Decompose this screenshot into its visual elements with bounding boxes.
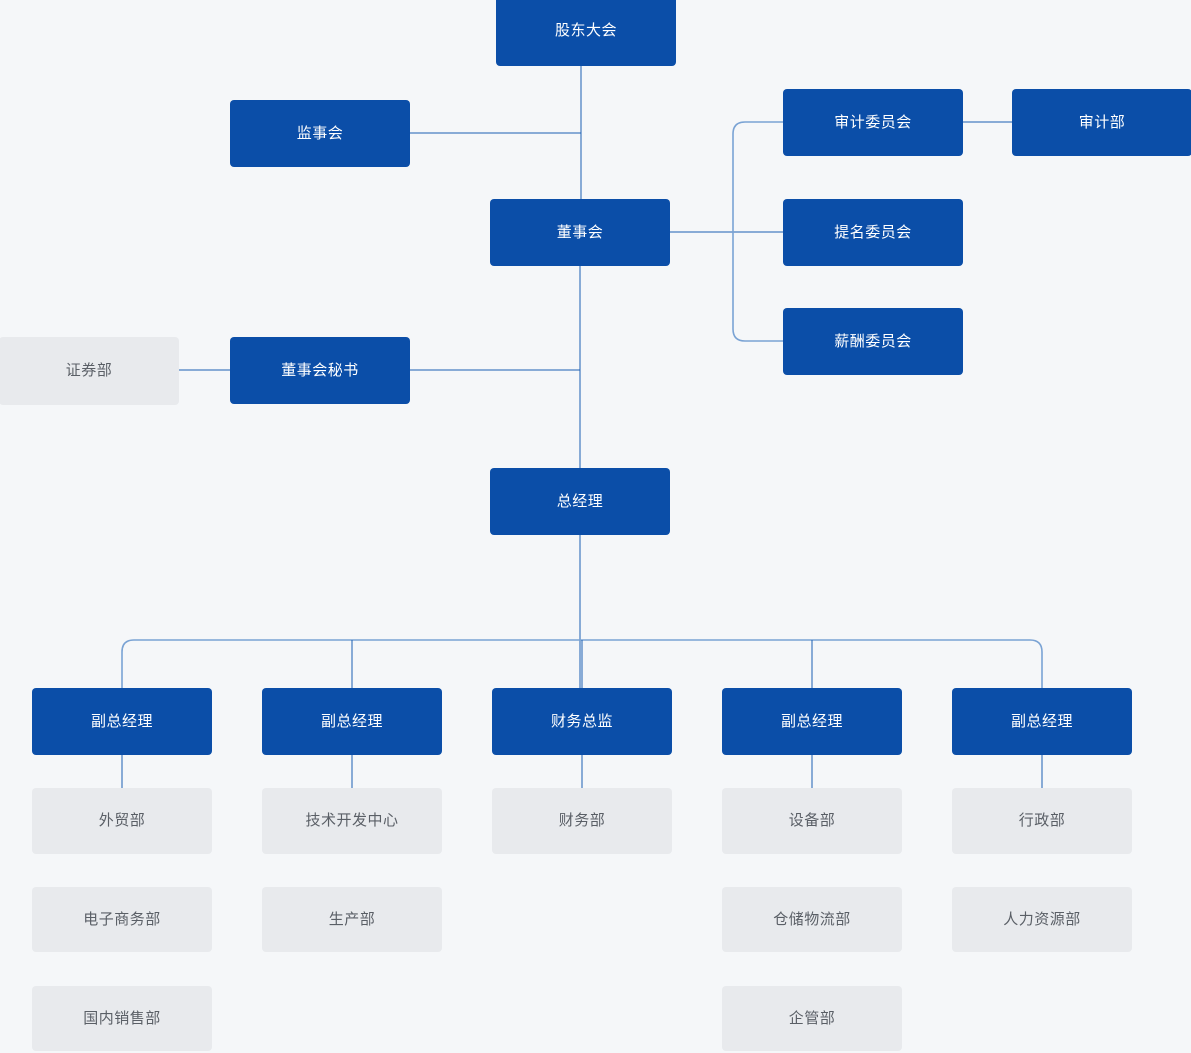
- org-node-label: 财务部: [558, 812, 606, 829]
- org-node-board_of_directors[interactable]: 董事会: [490, 199, 670, 266]
- org-node-label: 证券部: [65, 362, 113, 379]
- org-node-vp_4[interactable]: 副总经理: [722, 688, 902, 755]
- org-node-label: 副总经理: [1010, 712, 1073, 730]
- org-node-general_manager[interactable]: 总经理: [490, 468, 670, 535]
- org-node-label: 生产部: [328, 910, 376, 928]
- org-node-equipment_dept[interactable]: 设备部: [722, 788, 902, 854]
- org-node-label: 设备部: [788, 812, 836, 829]
- org-node-vp_1[interactable]: 副总经理: [32, 688, 212, 755]
- org-node-foreign_trade_dept[interactable]: 外贸部: [32, 788, 212, 854]
- org-node-audit_committee[interactable]: 审计委员会: [783, 89, 963, 156]
- org-node-administration_dept[interactable]: 行政部: [952, 788, 1132, 854]
- org-node-label: 审计部: [1078, 113, 1126, 131]
- org-node-vp_2[interactable]: 副总经理: [262, 688, 442, 755]
- org-node-label: 审计委员会: [834, 113, 912, 131]
- org-node-remuneration_committee[interactable]: 薪酬委员会: [783, 308, 963, 375]
- org-node-label: 企管部: [788, 1009, 836, 1027]
- org-node-enterprise_mgmt_dept[interactable]: 企管部: [722, 986, 902, 1051]
- org-node-label: 技术开发中心: [305, 812, 399, 829]
- org-node-label: 副总经理: [320, 712, 383, 730]
- org-node-securities_department[interactable]: 证券部: [0, 337, 179, 405]
- org-node-label: 提名委员会: [834, 223, 912, 241]
- org-node-label: 人力资源部: [1003, 910, 1081, 928]
- org-node-label: 薪酬委员会: [834, 332, 912, 350]
- org-node-label: 董事会秘书: [281, 361, 359, 379]
- org-node-label: 仓储物流部: [773, 910, 851, 928]
- org-node-supervisory_board[interactable]: 监事会: [230, 100, 410, 167]
- org-node-label: 副总经理: [90, 712, 153, 730]
- org-node-label: 电子商务部: [83, 910, 161, 928]
- org-node-human_resources_dept[interactable]: 人力资源部: [952, 887, 1132, 952]
- org-node-tech_dev_center[interactable]: 技术开发中心: [262, 788, 442, 854]
- org-node-audit_department[interactable]: 审计部: [1012, 89, 1191, 156]
- org-node-label: 国内销售部: [83, 1009, 161, 1027]
- org-node-label: 外贸部: [98, 812, 146, 829]
- org-node-label: 副总经理: [780, 712, 843, 730]
- org-node-domestic_sales_dept[interactable]: 国内销售部: [32, 986, 212, 1051]
- bracket-committees: [732, 121, 783, 342]
- org-node-finance_dept[interactable]: 财务部: [492, 788, 672, 854]
- org-node-ecommerce_dept[interactable]: 电子商务部: [32, 887, 212, 952]
- org-node-label: 总经理: [556, 492, 604, 510]
- org-node-label: 监事会: [296, 124, 344, 142]
- org-node-label: 股东大会: [554, 22, 617, 39]
- org-node-warehouse_logistics_dept[interactable]: 仓储物流部: [722, 887, 902, 952]
- org-node-label: 董事会: [556, 223, 604, 241]
- org-node-nomination_committee[interactable]: 提名委员会: [783, 199, 963, 266]
- org-node-cfo[interactable]: 财务总监: [492, 688, 672, 755]
- org-node-label: 行政部: [1018, 812, 1066, 829]
- org-node-vp_5[interactable]: 副总经理: [952, 688, 1132, 755]
- bus-bottom-row: [121, 639, 1043, 688]
- org-node-production_dept[interactable]: 生产部: [262, 887, 442, 952]
- org-node-board_secretary[interactable]: 董事会秘书: [230, 337, 410, 404]
- org-node-shareholders_meeting[interactable]: 股东大会: [496, 0, 676, 66]
- org-node-label: 财务总监: [550, 712, 613, 730]
